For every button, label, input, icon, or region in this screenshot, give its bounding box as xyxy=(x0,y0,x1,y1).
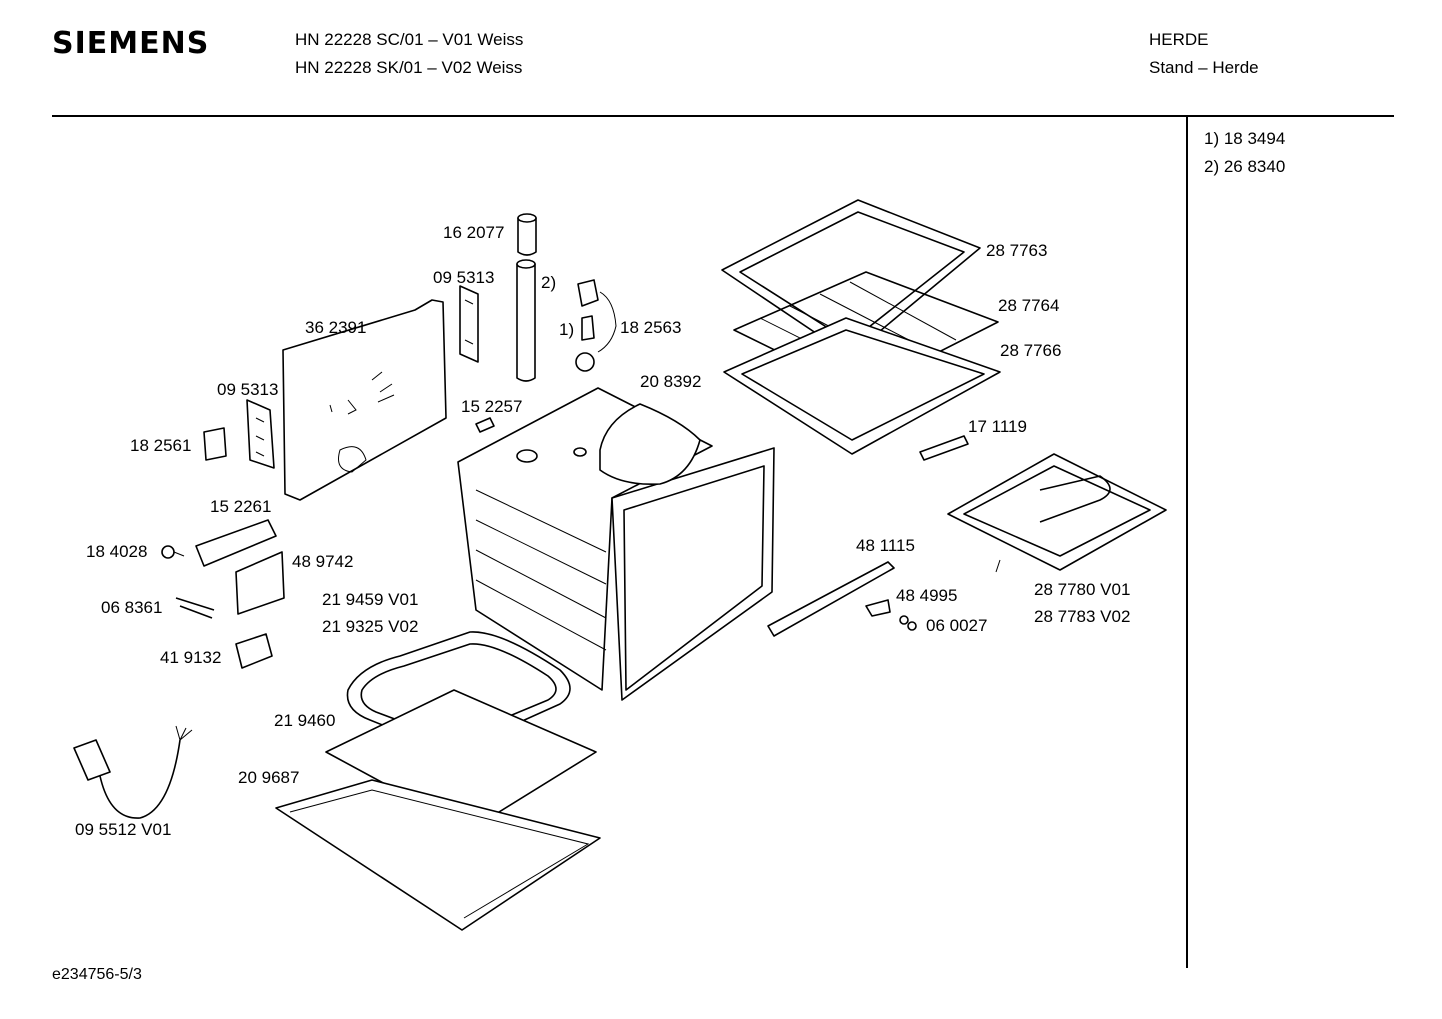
part-hinge-41 xyxy=(235,633,273,669)
part-clip-48 xyxy=(865,599,891,617)
label-16-2077: 16 2077 xyxy=(443,223,505,242)
model-line-1: HN 22228 SC/01 – V01 Weiss xyxy=(295,30,524,49)
label-36-2391: 36 2391 xyxy=(305,318,367,337)
label-41-9132: 41 9132 xyxy=(160,648,222,667)
label-09-5512: 09 5512 V01 xyxy=(75,820,172,839)
part-insulation xyxy=(599,403,701,486)
part-bottom-heater xyxy=(346,631,571,746)
part-clip-small xyxy=(475,417,495,433)
label-09-5313-left: 09 5313 xyxy=(217,380,279,399)
part-bracket-upper xyxy=(459,285,479,363)
part-clip-17 xyxy=(919,435,969,461)
part-bolt-06 xyxy=(175,597,215,619)
model-list: HN 22228 SC/01 – V01 Weiss HN 22228 SK/0… xyxy=(295,26,523,82)
part-top-heater xyxy=(947,453,1167,573)
notes-divider xyxy=(1186,116,1188,968)
category: HERDE xyxy=(1149,30,1209,49)
header-rule xyxy=(52,115,1394,117)
label-48-1115: 48 1115 xyxy=(856,536,915,555)
label-28-7763: 28 7763 xyxy=(986,241,1048,260)
label-21-9459: 21 9459 V01 xyxy=(322,590,419,609)
brand-logo: SIEMENS xyxy=(52,26,210,61)
label-28-7780: 28 7780 V01 xyxy=(1034,580,1131,599)
label-28-7766: 28 7766 xyxy=(1000,341,1062,360)
part-screws xyxy=(899,615,917,631)
label-21-9460: 21 9460 xyxy=(274,711,336,730)
part-bracket-left xyxy=(246,399,275,469)
part-base-tray xyxy=(275,779,601,931)
subcategory: Stand – Herde xyxy=(1149,58,1259,77)
label-18-2561: 18 2561 xyxy=(130,436,192,455)
label-06-8361: 06 8361 xyxy=(101,598,163,617)
part-runner xyxy=(767,561,895,637)
label-note-2: 2) xyxy=(541,273,557,292)
label-18-2563: 18 2563 xyxy=(620,318,682,337)
label-48-4995: 48 4995 xyxy=(896,586,958,605)
part-tray-lower xyxy=(723,317,1001,455)
document-code: e234756-5/3 xyxy=(52,966,142,983)
label-09-5313-upper: 09 5313 xyxy=(433,268,495,287)
label-28-7783: 28 7783 V02 xyxy=(1034,607,1131,626)
label-20-9687: 20 9687 xyxy=(238,768,300,787)
footnote-1: 1) 18 3494 xyxy=(1204,129,1286,148)
label-18-4028: 18 4028 xyxy=(86,542,148,561)
label-48-9742: 48 9742 xyxy=(292,552,354,571)
part-tube-top xyxy=(517,213,537,256)
label-note-1: 1) xyxy=(559,320,575,339)
part-switch xyxy=(203,427,227,461)
category-block: HERDE Stand – Herde xyxy=(1149,26,1259,82)
label-06-0027: 06 0027 xyxy=(926,616,988,635)
footnotes: 1) 18 3494 2) 26 8340 xyxy=(1204,125,1285,181)
part-power-cable xyxy=(73,725,193,819)
part-terminal-block xyxy=(195,519,277,567)
label-28-7764: 28 7764 xyxy=(998,296,1060,315)
label-21-9325: 21 9325 V02 xyxy=(322,617,419,636)
label-15-2261: 15 2261 xyxy=(210,497,272,516)
part-tube-long xyxy=(516,259,536,382)
model-line-2: HN 22228 SK/01 – V02 Weiss xyxy=(295,58,523,77)
part-screw-18 xyxy=(161,545,185,559)
label-15-2257: 15 2257 xyxy=(461,397,523,416)
part-back-panel xyxy=(282,299,447,501)
part-bracket-48 xyxy=(235,551,285,615)
part-lamp-set xyxy=(575,279,617,372)
label-17-1119: 17 1119 xyxy=(968,417,1027,436)
footnote-2: 2) 26 8340 xyxy=(1204,157,1286,176)
label-20-8392: 20 8392 xyxy=(640,372,702,391)
